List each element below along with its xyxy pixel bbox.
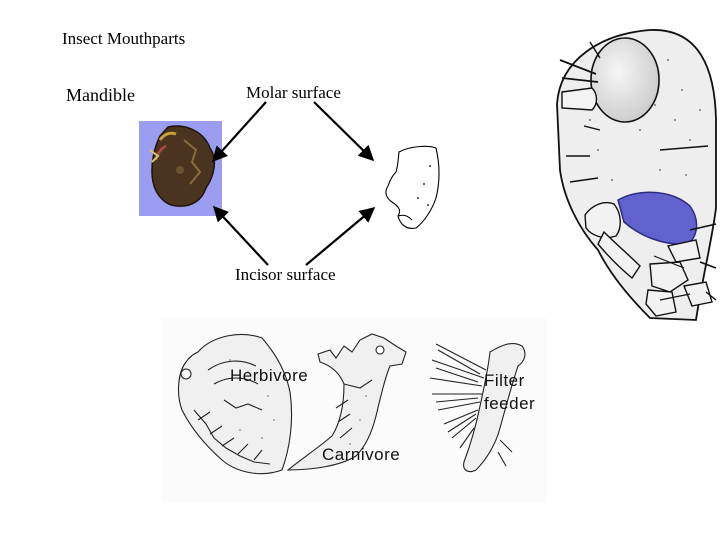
insect-head-icon: [556, 29, 717, 321]
molar-surface-label: Molar surface: [246, 83, 341, 102]
carnivore-mandible-icon: [286, 333, 407, 471]
mandible-photo-icon: [139, 121, 222, 216]
arrow-incisor-to-outline: [305, 207, 376, 266]
herbivore-mandible-icon: [177, 333, 293, 475]
slide-title: Insect Mouthparts: [62, 29, 186, 48]
mandible-outline-icon: [385, 145, 440, 229]
carnivore-label: Carnivore: [322, 445, 400, 464]
arrow-molar-to-outline: [313, 101, 375, 162]
filter-feeder-mandible-icon: [429, 343, 526, 473]
filter-feeder-label-line2: feeder: [484, 394, 535, 413]
herbivore-label: Herbivore: [230, 366, 308, 385]
filter-feeder-label-line1: Filter: [484, 371, 525, 390]
incisor-surface-label: Incisor surface: [235, 265, 336, 284]
diagram-arrows: [211, 101, 376, 266]
arrow-molar-to-photo: [211, 101, 267, 163]
mandible-label: Mandible: [66, 85, 135, 105]
arrow-incisor-to-photo: [212, 205, 269, 266]
mandible-types-panel: Herbivore Carnivore Filter feeder: [162, 318, 547, 503]
